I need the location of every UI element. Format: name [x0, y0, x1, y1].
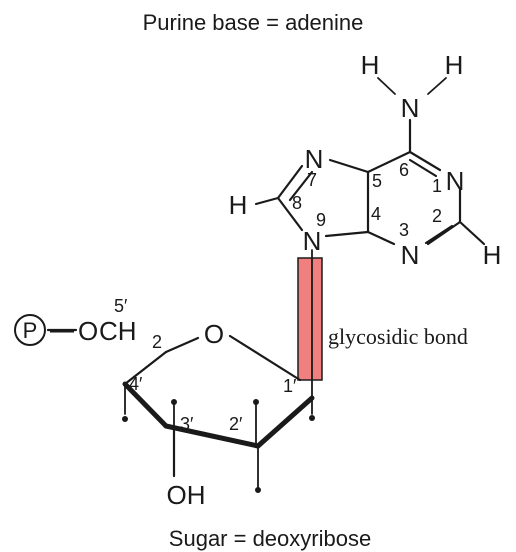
glycosidic-bond-highlight: [297, 257, 323, 381]
sugar-number-1: 1′: [283, 376, 297, 396]
ring-number-9: 9: [316, 210, 326, 230]
bond-end-dots: [122, 399, 315, 493]
adenine-bonds: [254, 77, 486, 246]
atom-n9: N: [303, 226, 322, 256]
ring-number-6: 6: [399, 160, 409, 180]
atom-h8: H: [229, 190, 248, 220]
deoxyribose-bonds: [46, 328, 315, 489]
sugar-number-4: 4′: [129, 374, 143, 394]
ring-number-7: 7: [307, 170, 317, 190]
ring-number-8: 8: [292, 193, 302, 213]
atom-n3: N: [401, 240, 420, 270]
sugar-number-3: 3′: [180, 414, 194, 434]
phosphate-circle-icon: [14, 314, 46, 346]
ring-number-1: 1: [432, 176, 442, 196]
atom-h2: H: [483, 240, 502, 270]
base-title: Purine base = adenine: [143, 10, 364, 35]
amino-n: N: [401, 93, 420, 123]
sugar-title: Sugar = deoxyribose: [169, 526, 371, 551]
chain-dash: —: [50, 317, 74, 344]
ring-number-3: 3: [399, 220, 409, 240]
ring-oxygen: O: [204, 319, 224, 349]
phosphate-label: P: [23, 318, 38, 343]
chain-o: O: [78, 316, 98, 346]
glycosidic-bond-label: glycosidic bond: [328, 324, 468, 349]
ring-number-5: 5: [372, 171, 382, 191]
chain-ch: CH: [99, 316, 137, 346]
sugar-number-2: 2′: [229, 414, 243, 434]
atom-n1: N: [446, 166, 465, 196]
amino-h-left: H: [361, 50, 380, 80]
amino-h-right: H: [445, 50, 464, 80]
ring-number-4: 4: [371, 204, 381, 224]
sugar-number-5: 5′: [114, 296, 128, 316]
hydroxyl: OH: [167, 480, 206, 510]
atom-n7: N: [305, 144, 324, 174]
ring-number-2: 2: [432, 206, 442, 226]
chain-ch-subscript: 2: [152, 332, 162, 352]
